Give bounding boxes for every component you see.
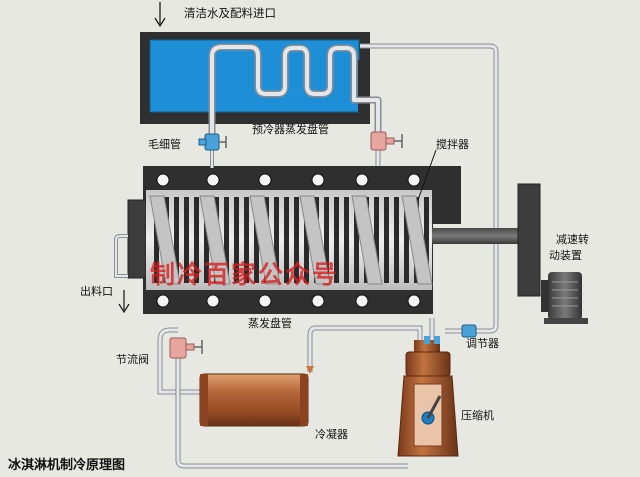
coil-bar xyxy=(254,197,259,283)
agitator-blades xyxy=(149,195,433,285)
watermark-text: 制冷百家公众号 xyxy=(150,260,340,289)
evaporator-holes-top xyxy=(156,173,421,187)
coil-bar xyxy=(244,197,249,283)
coil-bar xyxy=(424,197,429,283)
inlet-arrow-icon xyxy=(154,2,166,28)
label-compressor: 压缩机 xyxy=(461,409,494,422)
agitator-blade xyxy=(249,195,281,285)
agitator-blade xyxy=(351,195,383,285)
label-reducer-2: 动装置 xyxy=(549,249,582,262)
agitator-blade xyxy=(299,195,331,285)
coil-bar xyxy=(394,197,399,283)
coil-bar xyxy=(334,197,339,283)
coil-bar xyxy=(224,197,229,283)
coil-bar xyxy=(154,197,159,283)
diagram-title: 冰淇淋机制冷原理图 xyxy=(8,458,126,473)
agitator-blade xyxy=(149,195,181,285)
precooler-coil xyxy=(208,43,382,150)
agitator-blade xyxy=(199,195,231,285)
coil-bar xyxy=(404,197,409,283)
label-throttle-valve: 节流阀 xyxy=(116,353,149,366)
throttle-valve-icon xyxy=(169,337,203,359)
outlet-arrow-icon xyxy=(118,290,130,314)
coil-bar xyxy=(234,197,239,283)
leader-lines xyxy=(417,149,437,201)
outlet-line xyxy=(114,234,128,278)
capillary-valve-icon xyxy=(198,133,227,151)
coil-bar xyxy=(294,197,299,283)
freezing-cylinder xyxy=(127,166,461,314)
coil-bar xyxy=(184,197,189,283)
label-capillary: 毛细管 xyxy=(148,138,181,151)
coil-bar xyxy=(384,197,389,283)
precooler-valve-icon xyxy=(370,131,403,151)
label-condenser: 冷凝器 xyxy=(315,428,348,441)
label-precooler-coil: 预冷器蒸发盘管 xyxy=(252,123,329,136)
label-outlet: 出料口 xyxy=(80,285,113,298)
suction-line xyxy=(360,43,499,334)
label-regulator: 调节器 xyxy=(466,337,499,350)
motor-icon xyxy=(541,272,588,324)
coil-bar xyxy=(204,197,209,283)
coil-bar xyxy=(194,197,199,283)
label-agitator: 搅拌器 xyxy=(436,138,469,151)
evaporator-holes-bottom xyxy=(156,294,421,308)
regulator-valve-icon xyxy=(461,324,477,338)
liquid-line xyxy=(157,150,435,469)
coil-bar xyxy=(274,197,279,283)
coil-bar xyxy=(284,197,289,283)
coil-bar xyxy=(174,197,179,283)
coil-bar xyxy=(354,197,359,283)
coil-bar xyxy=(374,197,379,283)
agitator-blade xyxy=(401,195,433,285)
label-inlet: 清洁水及配料进口 xyxy=(184,6,276,20)
drive-shaft xyxy=(432,183,541,297)
coil-bar xyxy=(344,197,349,283)
label-evaporator-coil: 蒸发盘管 xyxy=(248,317,292,330)
coil-bar xyxy=(304,197,309,283)
condenser xyxy=(199,366,314,427)
coil-bar xyxy=(324,197,329,283)
label-reducer-1: 减速转 xyxy=(556,233,589,246)
compressor xyxy=(397,336,459,457)
